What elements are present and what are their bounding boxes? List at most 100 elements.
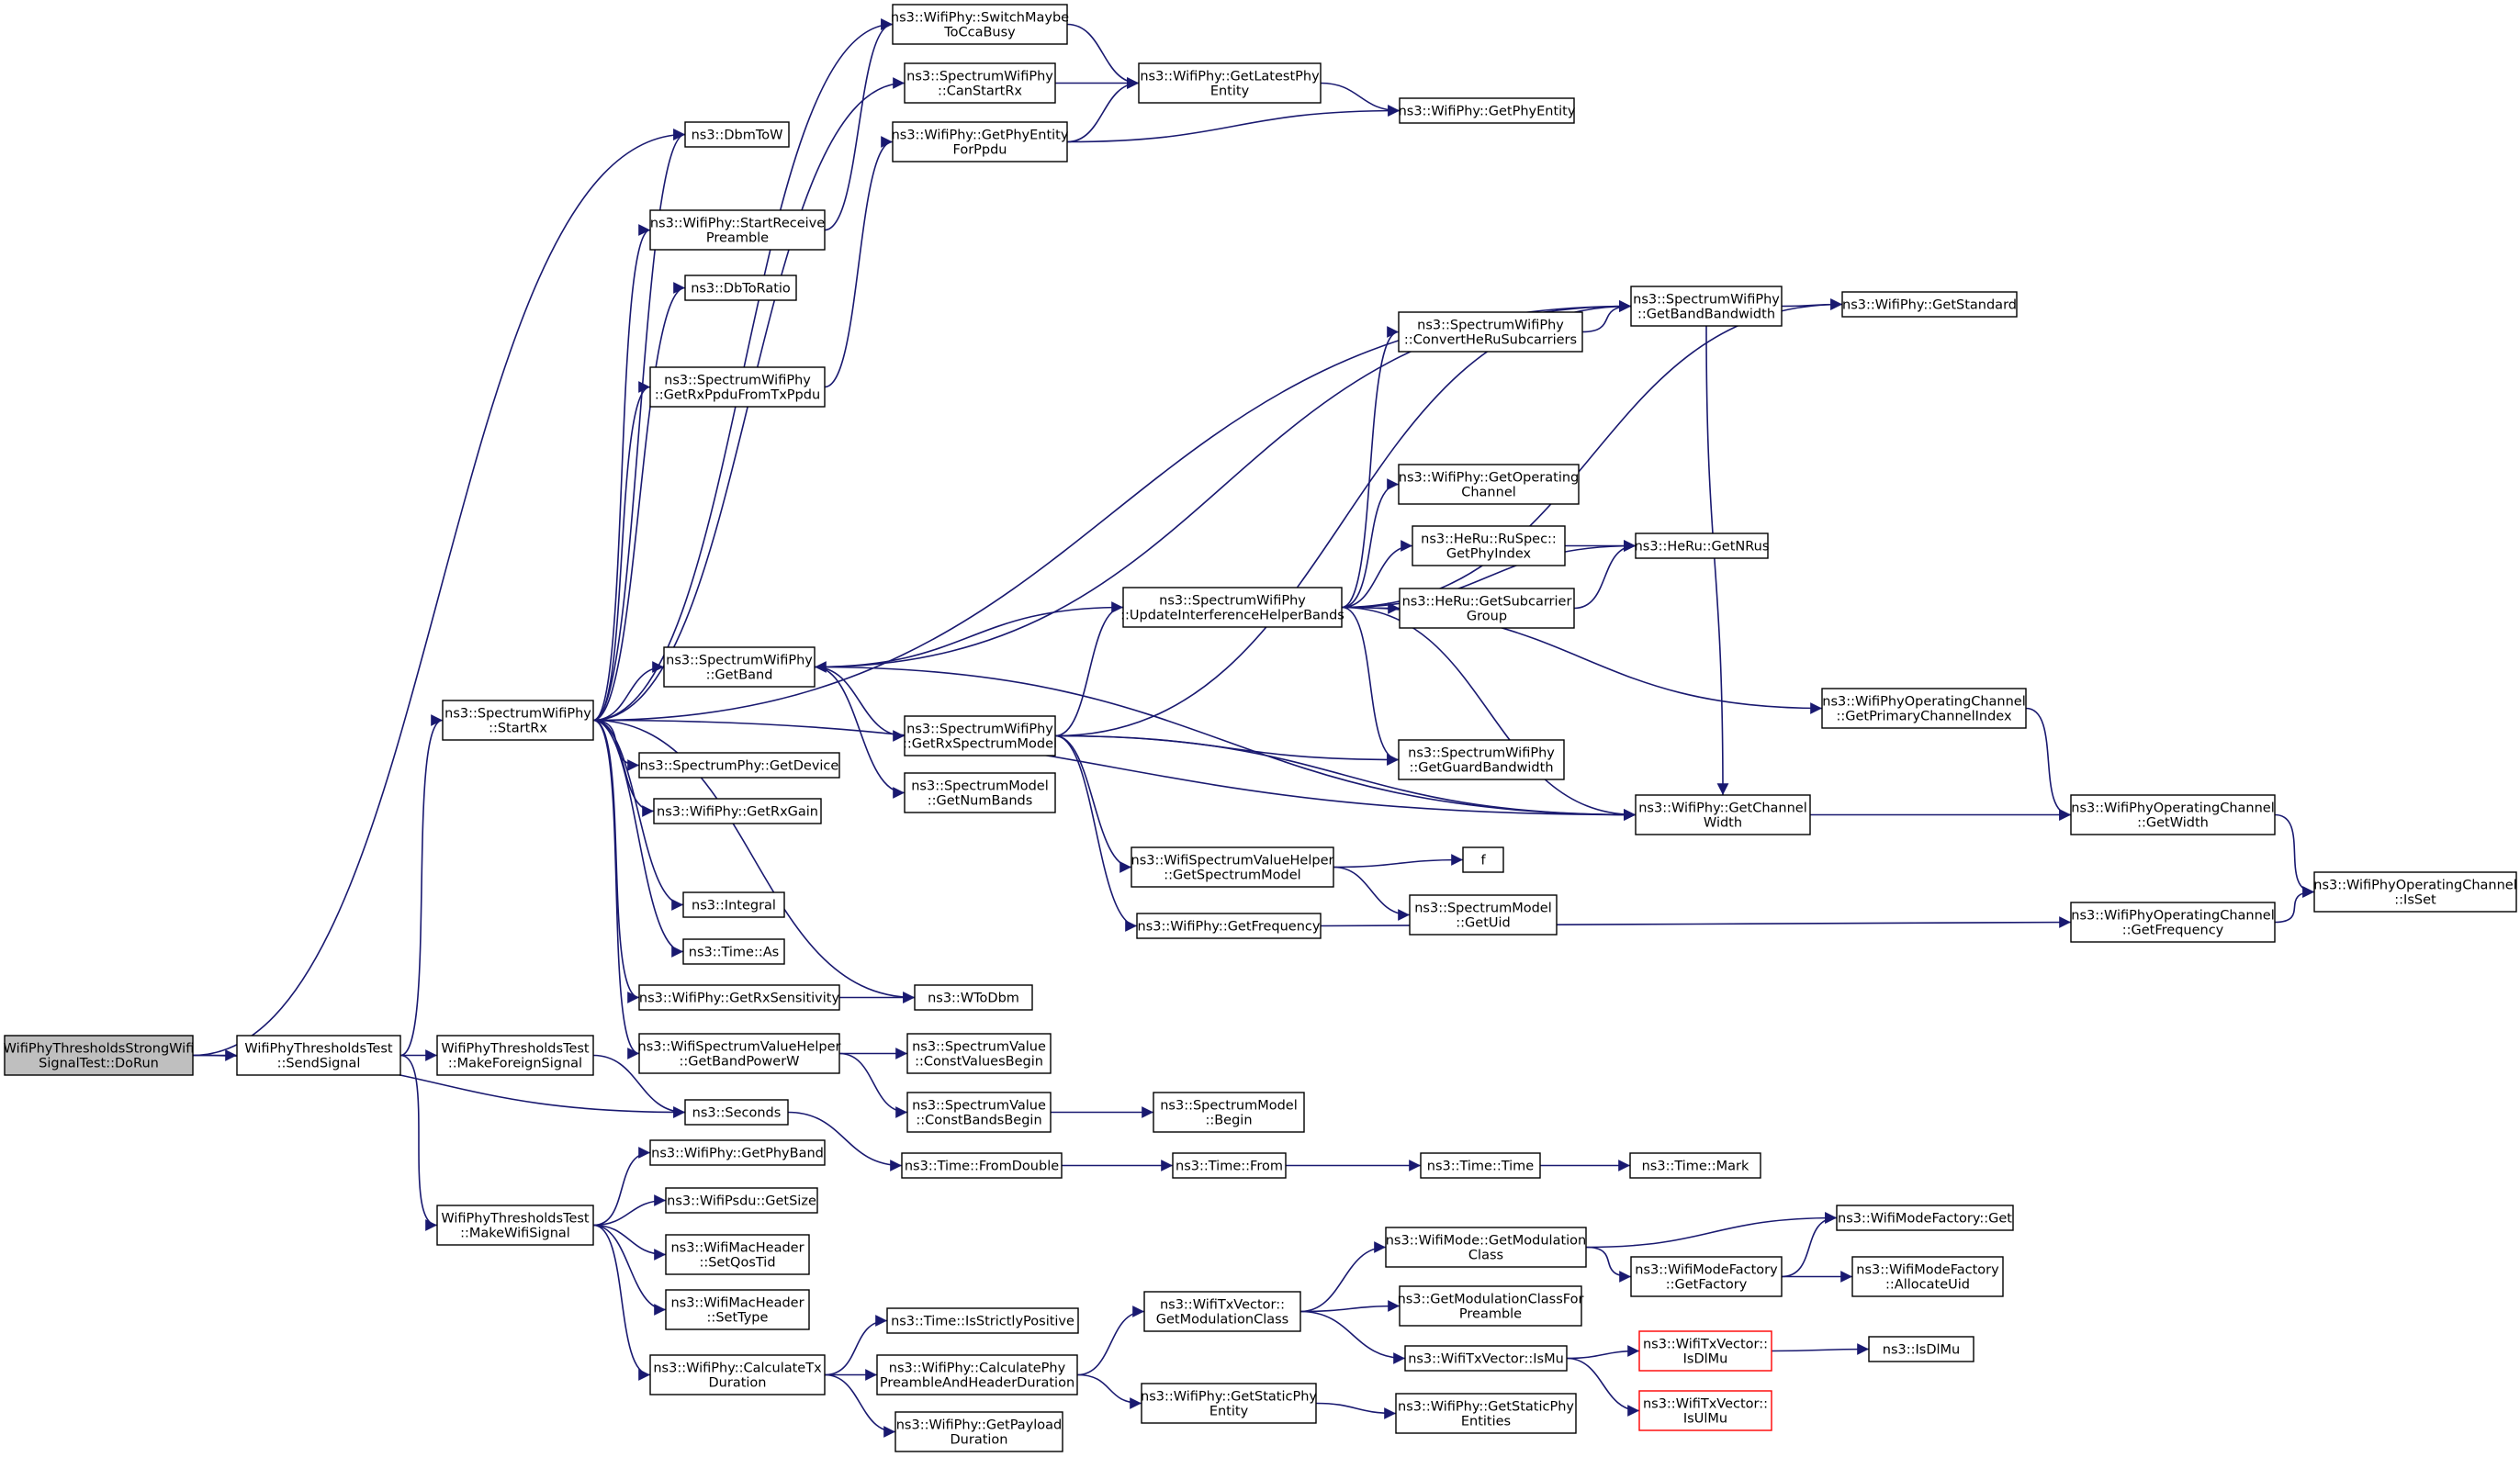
node-timeFrom[interactable]: ns3::Time::From bbox=[1172, 1152, 1287, 1179]
node-getDevice[interactable]: ns3::SpectrumPhy::GetDevice bbox=[638, 752, 840, 779]
node-isUlMuVec[interactable]: ns3::WifiTxVector::IsUlMu bbox=[1638, 1390, 1772, 1431]
node-opGetFreq[interactable]: ns3::WifiPhyOperatingChannel::GetFrequen… bbox=[2070, 902, 2276, 943]
node-getRxGain[interactable]: ns3::WifiPhy::GetRxGain bbox=[653, 798, 822, 824]
node-modeGetModClass[interactable]: ns3::WifiMode::GetModulationClass bbox=[1385, 1227, 1587, 1268]
node-label: ns3::WifiModeFactory::Get bbox=[1838, 1212, 2012, 1227]
node-allocateUid[interactable]: ns3::WifiModeFactory::AllocateUid bbox=[1851, 1256, 2004, 1297]
node-isStrictPos[interactable]: ns3::Time::IsStrictlyPositive bbox=[886, 1307, 1079, 1334]
node-constBandsBegin[interactable]: ns3::SpectrumValue::ConstBandsBegin bbox=[906, 1092, 1052, 1133]
node-setType[interactable]: ns3::WifiMacHeader::SetType bbox=[665, 1289, 810, 1330]
node-integral[interactable]: ns3::Integral bbox=[682, 891, 785, 918]
edge-makeWifi-to-getPhyBand bbox=[592, 1147, 651, 1227]
node-label: ns3::WifiPhy::StartReceive bbox=[650, 217, 825, 231]
node-getStandard[interactable]: ns3::WifiPhy::GetStandard bbox=[1841, 291, 2018, 318]
node-makeForeign[interactable]: WifiPhyThresholdsTest::MakeForeignSignal bbox=[436, 1035, 594, 1076]
node-getGuardBw[interactable]: ns3::SpectrumWifiPhy::GetGuardBandwidth bbox=[1398, 739, 1565, 780]
node-box bbox=[886, 1307, 1079, 1334]
node-modeFactoryGet[interactable]: ns3::WifiModeFactory::Get bbox=[1836, 1205, 2014, 1231]
node-constValuesBegin[interactable]: ns3::SpectrumValue::ConstValuesBegin bbox=[906, 1033, 1052, 1074]
node-getNumBands[interactable]: ns3::SpectrumModel::GetNumBands bbox=[904, 772, 1056, 813]
node-box bbox=[1630, 286, 1783, 327]
node-root[interactable]: WifiPhyThresholdsStrongWifiSignalTest::D… bbox=[4, 1035, 195, 1076]
node-label: ns3::WifiPhy::GetStandard bbox=[1842, 298, 2017, 313]
node-label: ns3::GetModulationClassFor bbox=[1398, 1293, 1584, 1307]
node-getRxPpdu[interactable]: ns3::SpectrumWifiPhy::GetRxPpduFromTxPpd… bbox=[649, 366, 826, 408]
node-box bbox=[1836, 1205, 2014, 1231]
node-box bbox=[1851, 1256, 2004, 1297]
edge-txvIsMu-to-isDlMuVec bbox=[1566, 1345, 1640, 1360]
node-startRx[interactable]: ns3::SpectrumWifiPhy::StartRx bbox=[442, 700, 594, 741]
node-timeMark[interactable]: ns3::Time::Mark bbox=[1629, 1152, 1761, 1179]
node-isDlMuVec[interactable]: ns3::WifiTxVector::IsDlMu bbox=[1638, 1330, 1772, 1372]
edge-getBand-to-getRxSpecModel bbox=[814, 666, 906, 742]
edge-startRx-to-getRxPpdu bbox=[592, 381, 651, 722]
node-canStartRx[interactable]: ns3::SpectrumWifiPhy::CanStartRx bbox=[904, 62, 1056, 104]
node-box bbox=[1630, 1256, 1783, 1297]
node-getUid[interactable]: ns3::SpectrumModel::GetUid bbox=[1409, 894, 1558, 936]
node-label: Channel bbox=[1461, 486, 1516, 500]
node-getBand[interactable]: ns3::SpectrumWifiPhy::GetBand bbox=[663, 646, 816, 688]
node-getPrimaryIdx[interactable]: ns3::WifiPhyOperatingChannel::GetPrimary… bbox=[1821, 688, 2027, 729]
node-wsvhGetSM[interactable]: ns3::WifiSpectrumValueHelper::GetSpectru… bbox=[1131, 846, 1334, 888]
node-smBegin[interactable]: ns3::SpectrumModel::Begin bbox=[1153, 1092, 1305, 1133]
node-timeAs[interactable]: ns3::Time::As bbox=[682, 938, 785, 965]
node-label: IsDlMu bbox=[1683, 1352, 1728, 1367]
node-getPhyIndex[interactable]: ns3::HeRu::RuSpec::GetPhyIndex bbox=[1412, 525, 1566, 566]
node-getBandBw[interactable]: ns3::SpectrumWifiPhy::GetBandBandwidth bbox=[1630, 286, 1783, 327]
node-makeWifi[interactable]: WifiPhyThresholdsTest::MakeWifiSignal bbox=[436, 1205, 594, 1246]
node-dbToRatio[interactable]: ns3::DbToRatio bbox=[684, 275, 797, 301]
node-label: Group bbox=[1467, 610, 1507, 624]
node-fromDouble[interactable]: ns3::Time::FromDouble bbox=[901, 1152, 1063, 1179]
edge-getBandPowerW-to-constBandsBegin bbox=[838, 1052, 908, 1118]
node-getFrequency[interactable]: ns3::WifiPhy::GetFrequency bbox=[1136, 913, 1322, 939]
node-txvIsMu[interactable]: ns3::WifiTxVector::IsMu bbox=[1404, 1345, 1568, 1372]
node-seconds[interactable]: ns3::Seconds bbox=[684, 1099, 789, 1126]
node-modeFactoryGetFactory[interactable]: ns3::WifiModeFactory::GetFactory bbox=[1630, 1256, 1783, 1297]
node-opGetWidth[interactable]: ns3::WifiPhyOperatingChannel::GetWidth bbox=[2070, 794, 2276, 835]
edge-updateIH-to-getGuardBw bbox=[1341, 606, 1400, 766]
node-dbmToW[interactable]: ns3::DbmToW bbox=[684, 121, 790, 148]
node-isDlMu[interactable]: ns3::IsDlMu bbox=[1868, 1336, 1974, 1362]
node-getRxSpecModel[interactable]: ns3::SpectrumWifiPhy::GetRxSpectrumModel bbox=[903, 715, 1057, 757]
node-sendSignal[interactable]: WifiPhyThresholdsTest::SendSignal bbox=[236, 1035, 401, 1076]
node-getBandPowerW[interactable]: ns3::WifiSpectrumValueHelper::GetBandPow… bbox=[638, 1033, 841, 1074]
node-updateIH[interactable]: ns3::SpectrumWifiPhy::UpdateInterference… bbox=[1120, 587, 1344, 628]
node-psduSize[interactable]: ns3::WifiPsdu::GetSize bbox=[665, 1187, 818, 1214]
node-setQosTid[interactable]: ns3::WifiMacHeader::SetQosTid bbox=[665, 1234, 810, 1275]
node-label: ns3::HeRu::GetSubcarrier bbox=[1402, 595, 1572, 610]
node-opIsSet[interactable]: ns3::WifiPhyOperatingChannel::IsSet bbox=[2313, 871, 2517, 913]
node-f[interactable]: f bbox=[1462, 846, 1504, 873]
node-box bbox=[1841, 291, 2018, 318]
node-getModClass[interactable]: ns3::WifiTxVector::GetModulationClass bbox=[1143, 1291, 1301, 1332]
edge-makeWifi-to-setQosTid bbox=[592, 1224, 667, 1261]
node-calcPreamble[interactable]: ns3::WifiPhy::CalculatePhyPreambleAndHea… bbox=[876, 1354, 1078, 1395]
node-label: ::GetRxPpduFromTxPpdu bbox=[655, 388, 820, 403]
node-getPhyBand[interactable]: ns3::WifiPhy::GetPhyBand bbox=[649, 1139, 826, 1166]
node-timeTime[interactable]: ns3::Time::Time bbox=[1420, 1152, 1541, 1179]
node-label: WifiPhyThresholdsTest bbox=[441, 1212, 590, 1227]
node-getNRus[interactable]: ns3::HeRu::GetNRus bbox=[1635, 532, 1770, 559]
node-box bbox=[638, 1033, 840, 1074]
node-getPhyEntity[interactable]: ns3::WifiPhy::GetPhyEntity bbox=[1399, 97, 1576, 124]
edge-getRxSpecModel-to-getBandBw bbox=[1054, 300, 1632, 737]
node-box bbox=[1136, 913, 1322, 939]
node-getRxSens[interactable]: ns3::WifiPhy::GetRxSensitivity bbox=[638, 984, 840, 1011]
edge-sendSignal-to-startRx bbox=[399, 714, 444, 1057]
edge-startRx-to-integral bbox=[592, 719, 684, 911]
node-label: ::GetRxSpectrumModel bbox=[903, 737, 1057, 752]
node-convertHeRu[interactable]: ns3::SpectrumWifiPhy::ConvertHeRuSubcarr… bbox=[1398, 311, 1583, 353]
node-label: ns3::Time::IsStrictlyPositive bbox=[891, 1315, 1074, 1329]
node-wtoDbm[interactable]: ns3::WToDbm bbox=[914, 984, 1033, 1011]
